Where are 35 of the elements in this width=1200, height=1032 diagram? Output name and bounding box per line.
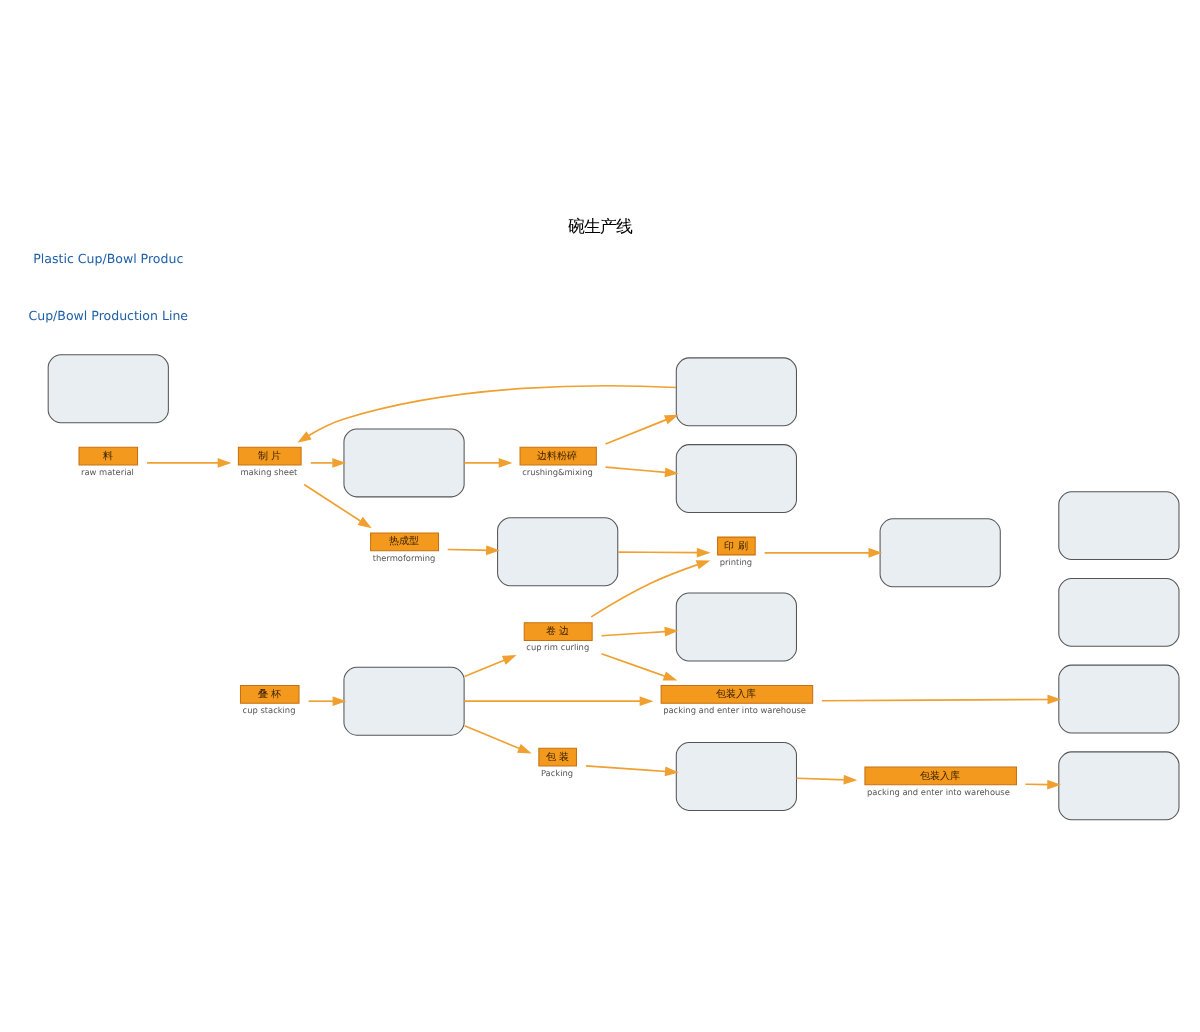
- node-box: [675, 443, 797, 513]
- node-box: [343, 665, 465, 735]
- arrow: [617, 546, 711, 557]
- node-box: [675, 740, 797, 810]
- arrow: [604, 465, 679, 477]
- arrow: [590, 559, 711, 617]
- arrow: [303, 482, 372, 528]
- node-box: [47, 353, 169, 423]
- arrow: [600, 651, 678, 680]
- diagram-title: 碗生产线: [568, 214, 632, 235]
- arrow: [297, 383, 677, 442]
- arrow: [463, 723, 532, 753]
- arrow: [463, 457, 513, 467]
- arrow: [600, 625, 679, 636]
- arrow: [463, 654, 517, 677]
- node-box: [1058, 576, 1180, 646]
- node-box: [675, 356, 797, 426]
- node-box: [1058, 663, 1180, 733]
- node-box: [1058, 490, 1180, 560]
- node-box: [343, 427, 465, 497]
- arrow: [585, 764, 679, 776]
- arrow: [604, 413, 679, 444]
- arrow: [310, 457, 347, 467]
- node-box: [497, 516, 619, 586]
- arrow: [1024, 778, 1062, 789]
- arrow: [821, 693, 1062, 704]
- arrow: [795, 773, 858, 784]
- node-box: [1058, 750, 1180, 820]
- node-box: [675, 591, 797, 661]
- arrow: [463, 695, 654, 706]
- node-box: [879, 517, 1001, 587]
- arrow: [763, 546, 883, 557]
- arrow: [146, 457, 232, 467]
- arrow: [307, 695, 347, 706]
- arrow: [446, 544, 500, 555]
